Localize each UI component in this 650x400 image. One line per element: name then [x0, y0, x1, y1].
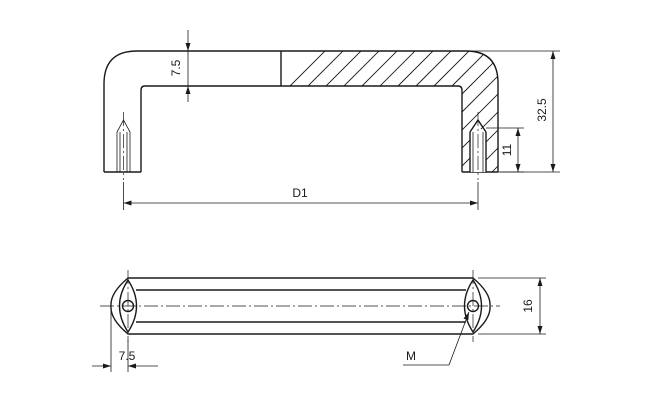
wall-thickness-label: 7.5 — [169, 59, 183, 76]
dim-insert-depth: 11 — [486, 127, 524, 173]
end-offset-label: 7.5 — [119, 349, 136, 363]
dim-overall-height: 32.5 — [466, 50, 560, 173]
dim-end-offset: 7.5 — [92, 306, 158, 372]
front-view: 7.5 32.5 11 D1 — [103, 30, 560, 210]
dim-width: 16 — [478, 277, 546, 335]
dim-wall-thickness: 7.5 — [169, 30, 281, 102]
dim-center-distance: D1 — [123, 182, 479, 210]
handle-outer-contour — [103, 50, 499, 172]
top-view: 16 7.5 M — [92, 270, 546, 372]
width-label: 16 — [521, 299, 535, 313]
overall-height-label: 32.5 — [535, 98, 549, 122]
thread-callout: M — [403, 311, 470, 366]
thread-label: M — [406, 349, 416, 363]
top-view-outline — [110, 277, 491, 335]
threaded-hole-right — [469, 112, 487, 180]
insert-depth-label: 11 — [500, 143, 514, 156]
handle-inner-contour — [140, 85, 463, 172]
section-hatching — [289, 51, 498, 172]
center-distance-label: D1 — [292, 186, 308, 200]
threaded-hole-left — [116, 112, 131, 180]
